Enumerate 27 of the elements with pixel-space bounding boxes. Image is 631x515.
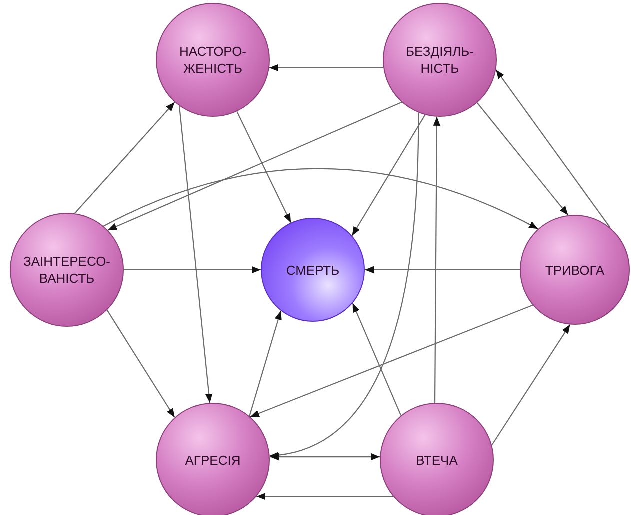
arrow <box>108 102 402 231</box>
arrow <box>74 102 176 214</box>
arrow <box>103 168 538 230</box>
arrow <box>352 303 402 416</box>
node-label: ЗАІНТЕРЕСО-ВАНІСТЬ <box>22 253 112 287</box>
node-label: ТРИВОГА <box>544 262 606 278</box>
arrow <box>270 112 420 458</box>
node-label: БЕЗДІЯЛЬ-НІСТЬ <box>405 43 475 77</box>
arrow <box>365 266 520 274</box>
arrow <box>124 266 261 274</box>
arrow <box>352 114 426 236</box>
arrow <box>496 70 611 228</box>
node-label: НАСТОРО-ЖЕНІСТЬ <box>178 43 248 77</box>
arrow <box>178 106 213 404</box>
arrow <box>106 310 176 418</box>
arrow <box>492 324 571 446</box>
arrow <box>433 116 441 404</box>
arrow <box>270 453 380 461</box>
arrow <box>236 111 292 224</box>
arrow <box>476 102 569 216</box>
arrow <box>256 493 394 500</box>
arrow <box>269 64 384 72</box>
node-label: ВТЕЧА <box>415 452 459 468</box>
arrow <box>250 304 534 418</box>
node-label: СМЕРТЬ <box>285 262 341 278</box>
arrow <box>249 310 282 416</box>
node-label: АГРЕСІЯ <box>184 452 242 468</box>
